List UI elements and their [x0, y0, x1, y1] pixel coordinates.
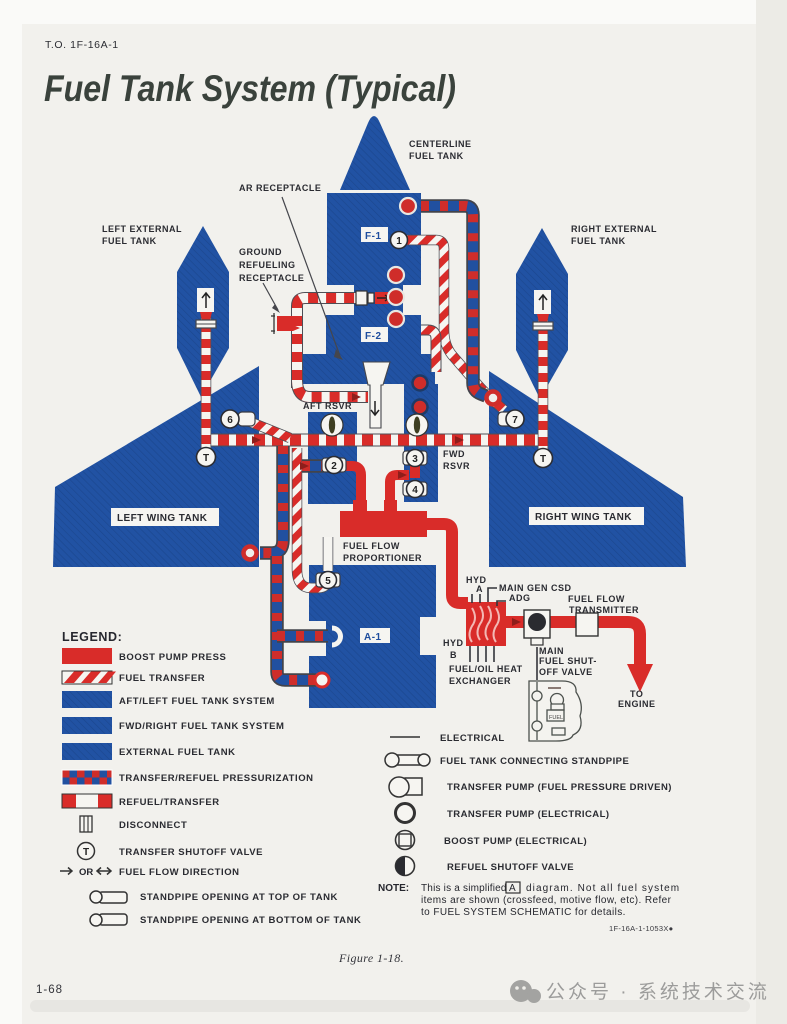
svg-text:FUEL TANK: FUEL TANK [409, 151, 464, 161]
svg-text:F-1: F-1 [365, 231, 382, 242]
svg-text:FUEL TANK: FUEL TANK [571, 236, 626, 246]
svg-text:A: A [476, 584, 483, 594]
svg-text:A-1: A-1 [364, 632, 382, 643]
svg-text:T: T [203, 453, 209, 464]
svg-text:A: A [509, 883, 516, 894]
svg-text:TRANSFER SHUTOFF VALVE: TRANSFER SHUTOFF VALVE [119, 847, 263, 858]
svg-text:BOOST PUMP PRESS: BOOST PUMP PRESS [119, 652, 226, 663]
svg-text:STANDPIPE OPENING AT BOTTOM OF: STANDPIPE OPENING AT BOTTOM OF TANK [140, 915, 361, 926]
svg-text:REFUEL/TRANSFER: REFUEL/TRANSFER [119, 797, 220, 808]
svg-text:CENTERLINE: CENTERLINE [409, 139, 472, 149]
svg-text:BOOST PUMP (ELECTRICAL): BOOST PUMP (ELECTRICAL) [444, 836, 587, 847]
svg-text:REFUELING: REFUELING [239, 260, 296, 270]
svg-text:公众号 · 系统技术交流: 公众号 · 系统技术交流 [546, 981, 770, 1003]
svg-text:REFUEL SHUTOFF VALVE: REFUEL SHUTOFF VALVE [447, 862, 574, 873]
svg-text:ADG: ADG [509, 593, 531, 603]
svg-text:7: 7 [512, 415, 518, 426]
svg-text:T.O. 1F-16A-1: T.O. 1F-16A-1 [45, 39, 119, 51]
svg-text:OR: OR [79, 867, 93, 878]
svg-text:1-68: 1-68 [36, 984, 63, 996]
svg-text:LEFT WING TANK: LEFT WING TANK [117, 513, 208, 524]
svg-text:AFT/LEFT FUEL TANK SYSTEM: AFT/LEFT FUEL TANK SYSTEM [119, 696, 275, 707]
svg-text:diagram. Not all fuel system: diagram. Not all fuel system [526, 883, 680, 894]
svg-text:ELECTRICAL: ELECTRICAL [440, 733, 505, 744]
svg-text:2: 2 [331, 461, 337, 472]
svg-text:OFF VALVE: OFF VALVE [539, 667, 593, 677]
svg-text:items are shown (crossfeed, mo: items are shown (crossfeed, motive flow,… [421, 895, 672, 906]
svg-text:B: B [450, 650, 457, 660]
svg-text:NOTE:: NOTE: [378, 883, 409, 894]
svg-text:1F-16A-1-1053X●: 1F-16A-1-1053X● [609, 924, 673, 933]
svg-text:FUEL: FUEL [549, 715, 563, 721]
svg-text:LEGEND:: LEGEND: [62, 630, 122, 644]
svg-text:PROPORTIONER: PROPORTIONER [343, 553, 422, 563]
svg-text:HYD: HYD [443, 638, 464, 648]
svg-text:MAIN: MAIN [539, 646, 564, 656]
svg-text:RIGHT EXTERNAL: RIGHT EXTERNAL [571, 224, 657, 234]
svg-text:MAIN GEN CSD: MAIN GEN CSD [499, 583, 572, 593]
svg-text:LEFT EXTERNAL: LEFT EXTERNAL [102, 224, 182, 234]
svg-text:AR RECEPTACLE: AR RECEPTACLE [239, 183, 321, 193]
svg-text:1: 1 [396, 236, 402, 247]
svg-text:to FUEL SYSTEM SCHEMATIC for d: to FUEL SYSTEM SCHEMATIC for details. [421, 907, 626, 918]
svg-text:RIGHT WING TANK: RIGHT WING TANK [535, 512, 632, 523]
svg-text:TRANSFER PUMP (ELECTRICAL): TRANSFER PUMP (ELECTRICAL) [447, 809, 609, 820]
svg-text:T: T [83, 847, 89, 858]
svg-text:FWD: FWD [443, 449, 465, 459]
svg-text:T: T [540, 454, 546, 465]
svg-text:RSVR: RSVR [443, 461, 470, 471]
svg-text:Fuel Tank System (Typical): Fuel Tank System (Typical) [44, 68, 456, 109]
svg-text:FUEL SHUT-: FUEL SHUT- [539, 656, 597, 666]
svg-text:TRANSFER/REFUEL PRESSURIZATION: TRANSFER/REFUEL PRESSURIZATION [119, 773, 314, 784]
svg-text:EXCHANGER: EXCHANGER [449, 676, 511, 686]
svg-text:4: 4 [412, 485, 418, 496]
svg-text:EXTERNAL FUEL TANK: EXTERNAL FUEL TANK [119, 747, 236, 758]
svg-text:GROUND: GROUND [239, 247, 282, 257]
svg-text:STANDPIPE OPENING AT TOP OF TA: STANDPIPE OPENING AT TOP OF TANK [140, 892, 338, 903]
svg-text:FUEL FLOW: FUEL FLOW [568, 594, 625, 604]
svg-text:FUEL TRANSFER: FUEL TRANSFER [119, 673, 205, 684]
svg-text:ENGINE: ENGINE [618, 699, 656, 709]
svg-text:FUEL FLOW DIRECTION: FUEL FLOW DIRECTION [119, 867, 240, 878]
svg-text:FWD/RIGHT FUEL TANK SYSTEM: FWD/RIGHT FUEL TANK SYSTEM [119, 721, 284, 732]
svg-text:TRANSFER PUMP (FUEL PRESSURE D: TRANSFER PUMP (FUEL PRESSURE DRIVEN) [447, 782, 672, 793]
svg-text:AFT RSVR: AFT RSVR [303, 401, 352, 411]
svg-text:6: 6 [227, 415, 233, 426]
svg-text:FUEL TANK: FUEL TANK [102, 236, 157, 246]
svg-text:3: 3 [412, 454, 418, 465]
svg-text:TRANSMITTER: TRANSMITTER [569, 605, 639, 615]
svg-text:This is a simplified: This is a simplified [421, 883, 507, 894]
svg-text:5: 5 [325, 576, 331, 587]
svg-text:Figure 1-18.: Figure 1-18. [338, 951, 404, 965]
svg-text:FUEL TANK CONNECTING STANDPIPE: FUEL TANK CONNECTING STANDPIPE [440, 756, 629, 767]
svg-text:FUEL FLOW: FUEL FLOW [343, 541, 400, 551]
svg-text:RECEPTACLE: RECEPTACLE [239, 273, 304, 283]
svg-text:TO: TO [630, 689, 643, 699]
svg-text:HYD: HYD [466, 575, 487, 585]
svg-text:FUEL/OIL HEAT: FUEL/OIL HEAT [449, 664, 523, 674]
svg-text:F-2: F-2 [365, 331, 382, 342]
svg-text:DISCONNECT: DISCONNECT [119, 820, 187, 831]
